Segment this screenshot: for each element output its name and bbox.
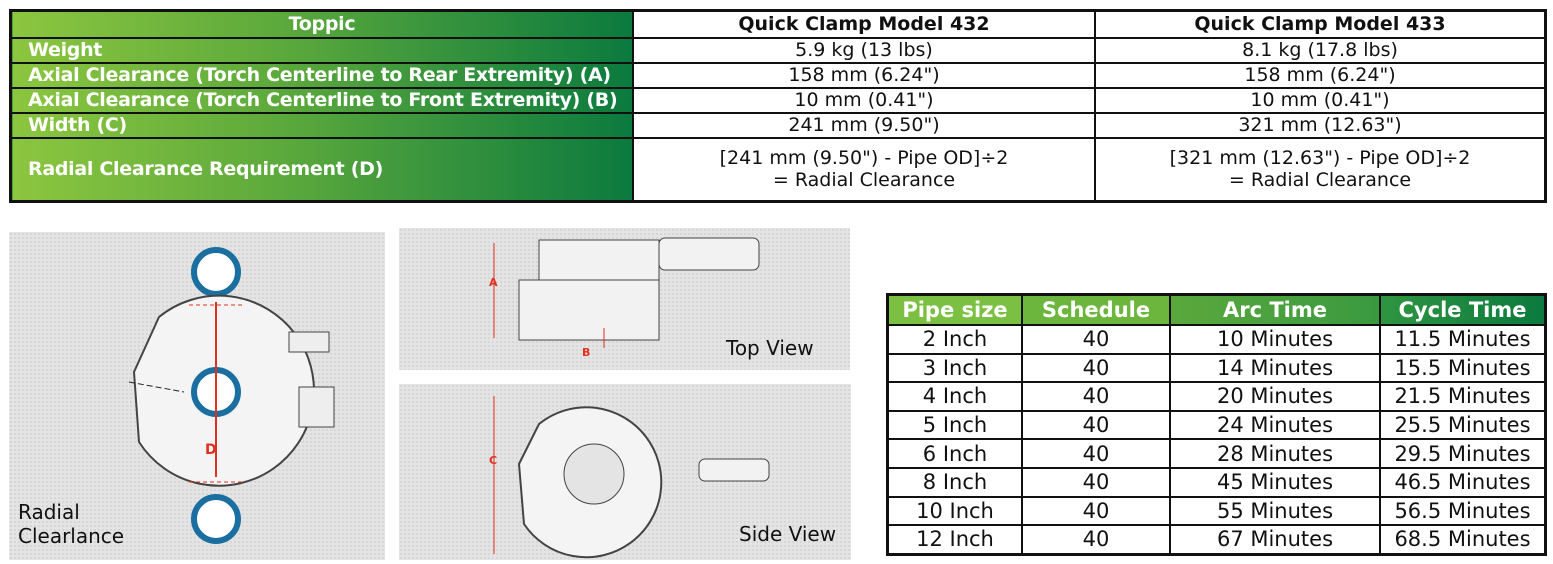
formula-line1: [241 mm (9.50") - Pipe OD]÷2 — [719, 147, 1009, 170]
cell: 10 Minutes — [1169, 324, 1381, 355]
cell: 40 — [1021, 324, 1171, 355]
cell: 241 mm (9.50") — [632, 111, 1096, 139]
header-schedule: Schedule — [1021, 293, 1171, 326]
cell: 158 mm (6.24") — [632, 61, 1096, 89]
row-label: Radial Clearance Requirement (D) — [9, 136, 634, 203]
header-topic: Toppic — [9, 9, 634, 39]
radial-caption-line1: Radial — [18, 500, 80, 524]
cell: 46.5 Minutes — [1379, 466, 1547, 498]
dimension-d-label: D — [205, 442, 217, 458]
cell: 20 Minutes — [1169, 381, 1381, 412]
cell: 11.5 Minutes — [1379, 324, 1547, 355]
cell: 40 — [1021, 409, 1171, 441]
cell: 5 Inch — [886, 409, 1023, 441]
cell: 40 — [1021, 438, 1171, 469]
formula-line2: = Radial Clearance — [772, 169, 956, 192]
cell: 321 mm (12.63") — [1094, 111, 1547, 139]
cell: 40 — [1021, 524, 1171, 556]
dimension-a-label: A — [489, 276, 498, 289]
cell: 40 — [1021, 381, 1171, 412]
header-model-433: Quick Clamp Model 433 — [1094, 9, 1547, 39]
spec-table: Toppic Quick Clamp Model 432 Quick Clamp… — [9, 9, 1547, 203]
cell: 8.1 kg (17.8 lbs) — [1094, 36, 1547, 64]
cell: [321 mm (12.63") - Pipe OD]÷2= Radial Cl… — [1094, 136, 1547, 203]
side-view-caption: Side View — [739, 522, 837, 546]
cell: 10 mm (0.41") — [1094, 86, 1547, 114]
row-label: Axial Clearance (Torch Centerline to Rea… — [9, 61, 634, 89]
cell: 40 — [1021, 495, 1171, 527]
cell: 25.5 Minutes — [1379, 409, 1547, 441]
row-label: Weight — [9, 36, 634, 64]
dimension-b-label: B — [582, 346, 591, 359]
header-arc-time: Arc Time — [1169, 293, 1381, 326]
top-view-illustration — [493, 237, 760, 348]
cell: 40 — [1021, 352, 1171, 384]
cell: [241 mm (9.50") - Pipe OD]÷2= Radial Cle… — [632, 136, 1096, 203]
cell: 8 Inch — [886, 466, 1023, 498]
cell: 2 Inch — [886, 324, 1023, 355]
weld-times-table: Pipe size Schedule Arc Time Cycle Time 2… — [886, 293, 1547, 556]
top-view-diagram: A B Top View — [399, 228, 850, 370]
side-view-illustration — [493, 396, 770, 559]
cell: 4 Inch — [886, 381, 1023, 412]
dimension-c-label: C — [489, 454, 498, 467]
row-label: Width (C) — [9, 111, 634, 139]
cell: 55 Minutes — [1169, 495, 1381, 527]
header-model-432: Quick Clamp Model 432 — [632, 9, 1096, 39]
formula-line1: [321 mm (12.63") - Pipe OD]÷2 — [1169, 147, 1471, 170]
cell: 158 mm (6.24") — [1094, 61, 1547, 89]
cell: 10 Inch — [886, 495, 1023, 527]
side-view-diagram: C Side View — [399, 384, 851, 560]
header-pipe-size: Pipe size — [886, 293, 1023, 326]
cell: 14 Minutes — [1169, 352, 1381, 384]
cell: 5.9 kg (13 lbs) — [632, 36, 1096, 64]
cell: 6 Inch — [886, 438, 1023, 469]
cell: 10 mm (0.41") — [632, 86, 1096, 114]
header-cycle-time: Cycle Time — [1379, 293, 1547, 326]
cell: 12 Inch — [886, 524, 1023, 556]
cell: 68.5 Minutes — [1379, 524, 1547, 556]
radial-caption-line2: Clearlance — [18, 524, 125, 548]
radial-clearance-diagram: D Radial Clearlance — [9, 232, 385, 560]
cell: 40 — [1021, 466, 1171, 498]
cell: 67 Minutes — [1169, 524, 1381, 556]
row-label: Axial Clearance (Torch Centerline to Fro… — [9, 86, 634, 114]
radial-clamp-illustration — [128, 247, 335, 544]
cell: 3 Inch — [886, 352, 1023, 384]
formula-line2: = Radial Clearance — [1228, 169, 1412, 192]
cell: 29.5 Minutes — [1379, 438, 1547, 469]
cell: 45 Minutes — [1169, 466, 1381, 498]
cell: 21.5 Minutes — [1379, 381, 1547, 412]
cell: 56.5 Minutes — [1379, 495, 1547, 527]
cell: 28 Minutes — [1169, 438, 1381, 469]
cell: 24 Minutes — [1169, 409, 1381, 441]
cell: 15.5 Minutes — [1379, 352, 1547, 384]
top-view-caption: Top View — [726, 336, 814, 360]
